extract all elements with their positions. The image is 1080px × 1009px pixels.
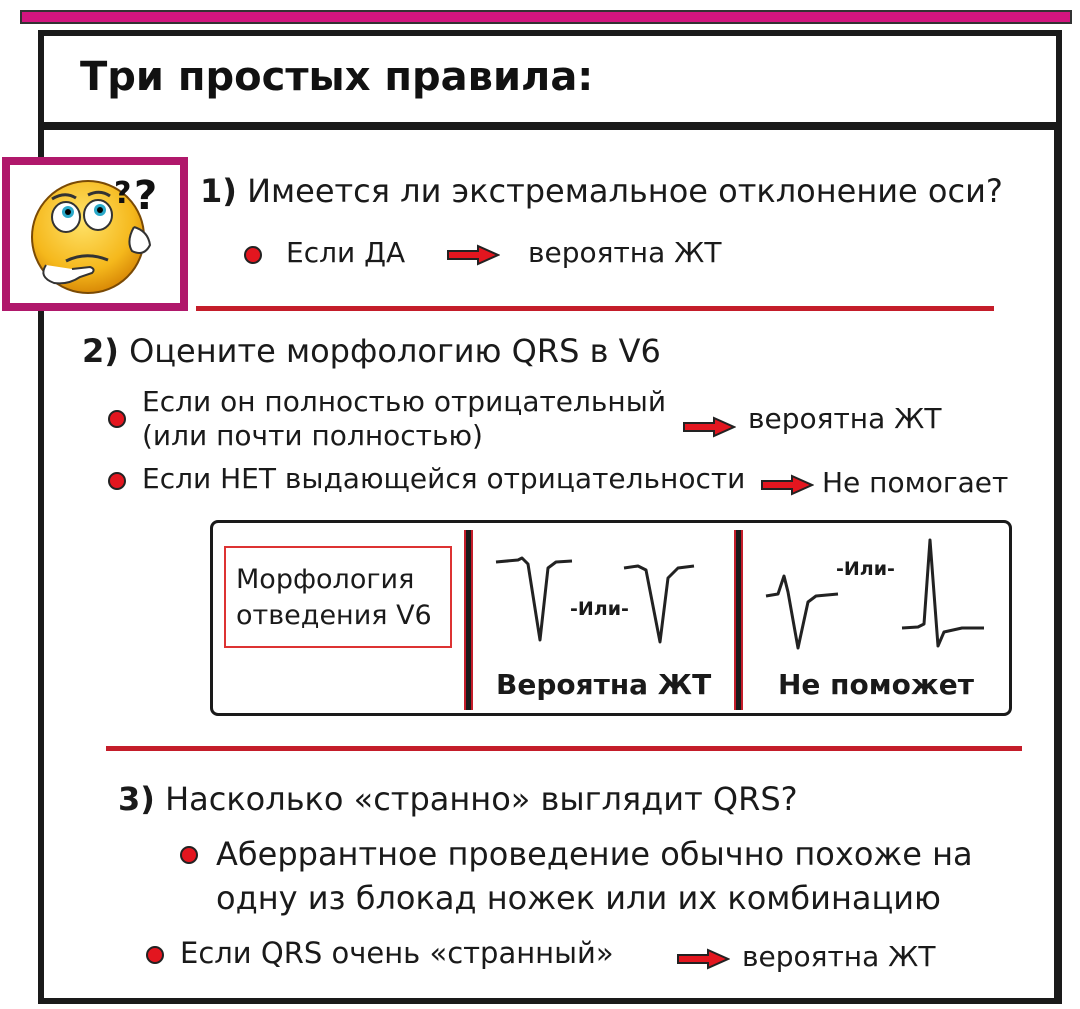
rule3-bullet-2 [146, 946, 164, 964]
rule3-heading: 3) Насколько «странно» выглядит QRS? [118, 780, 798, 818]
arrow-right-icon [683, 416, 736, 438]
or-label-2: -Или- [836, 558, 895, 580]
rule2-heading: 2) Оцените морфологию QRS в V6 [82, 332, 661, 370]
ecg-negative-qrs-waveforms [495, 556, 695, 644]
rule2-bullet-1 [108, 410, 126, 428]
arrow-right-icon [447, 244, 500, 266]
rule2-number: 2) [82, 332, 119, 370]
divider-2 [106, 746, 1022, 751]
rule2-bullet1-result: вероятна ЖТ [748, 402, 942, 435]
rule1-bullet-text: Если ДА [286, 236, 406, 269]
rule3-bullet2-text: Если QRS очень «странный» [180, 936, 614, 970]
rule3-bullet1-line2: одну из блокад ножек или их комбинацию [216, 879, 941, 917]
rule2-bullet2-result: Не помогает [822, 466, 1009, 499]
divider-1 [196, 306, 994, 311]
rule1-bullet [244, 246, 262, 264]
rule3-bullet1-line1: Аберрантное проведение обычно похоже на [216, 835, 973, 873]
rule3-question: Насколько «странно» выглядит QRS? [165, 780, 798, 818]
rule3-bullet2-result: вероятна ЖТ [742, 940, 936, 973]
rule2-bullet2-text: Если НЕТ выдающейся отрицательности [142, 462, 746, 495]
rule2-bullet1-text: Если он полностью отрицательный (или поч… [142, 385, 666, 453]
rule2-bullet-2 [108, 472, 126, 490]
svg-text:?: ? [134, 173, 157, 219]
rule3-bullet-1 [180, 846, 198, 864]
morphology-label-line2: отведения V6 [236, 600, 432, 631]
arrow-right-icon [761, 474, 814, 496]
top-accent-bar [20, 10, 1072, 24]
svg-text:?: ? [114, 176, 131, 211]
rule1-result: вероятна ЖТ [528, 236, 722, 269]
thinking-smiley-icon: ? ? [31, 173, 157, 294]
rule1-heading: 1) Имеется ли экстремальное отклонение о… [200, 172, 1003, 210]
morphology-label-line1: Морфология [236, 564, 415, 595]
rule2-question: Оцените морфологию QRS в V6 [129, 332, 661, 370]
page-title: Три простых правила: [80, 54, 594, 100]
thinking-smiley-frame: ? ? [2, 157, 188, 311]
figure-separator-1 [464, 530, 473, 710]
rule1-question: Имеется ли экстремальное отклонение оси? [247, 172, 1003, 210]
rule2-bullet1-line1: Если он полностью отрицательный [142, 385, 667, 418]
arrow-right-icon [677, 948, 730, 970]
morphology-label-box [224, 546, 452, 648]
figure-separator-2 [734, 530, 743, 710]
title-box [38, 30, 1062, 130]
caption-not-helpful: Не поможет [778, 668, 974, 701]
or-label-1: -Или- [570, 598, 629, 620]
rule3-number: 3) [118, 780, 155, 818]
ecg-mixed-qrs-waveforms [765, 538, 984, 650]
morphology-label: Морфология отведения V6 [236, 562, 432, 634]
rule1-number: 1) [200, 172, 237, 210]
caption-probable-vt: Вероятна ЖТ [496, 668, 712, 701]
rule2-bullet1-line2: (или почти полностью) [142, 419, 483, 452]
rule3-bullet1-text: Аберрантное проведение обычно похоже на … [216, 832, 973, 920]
